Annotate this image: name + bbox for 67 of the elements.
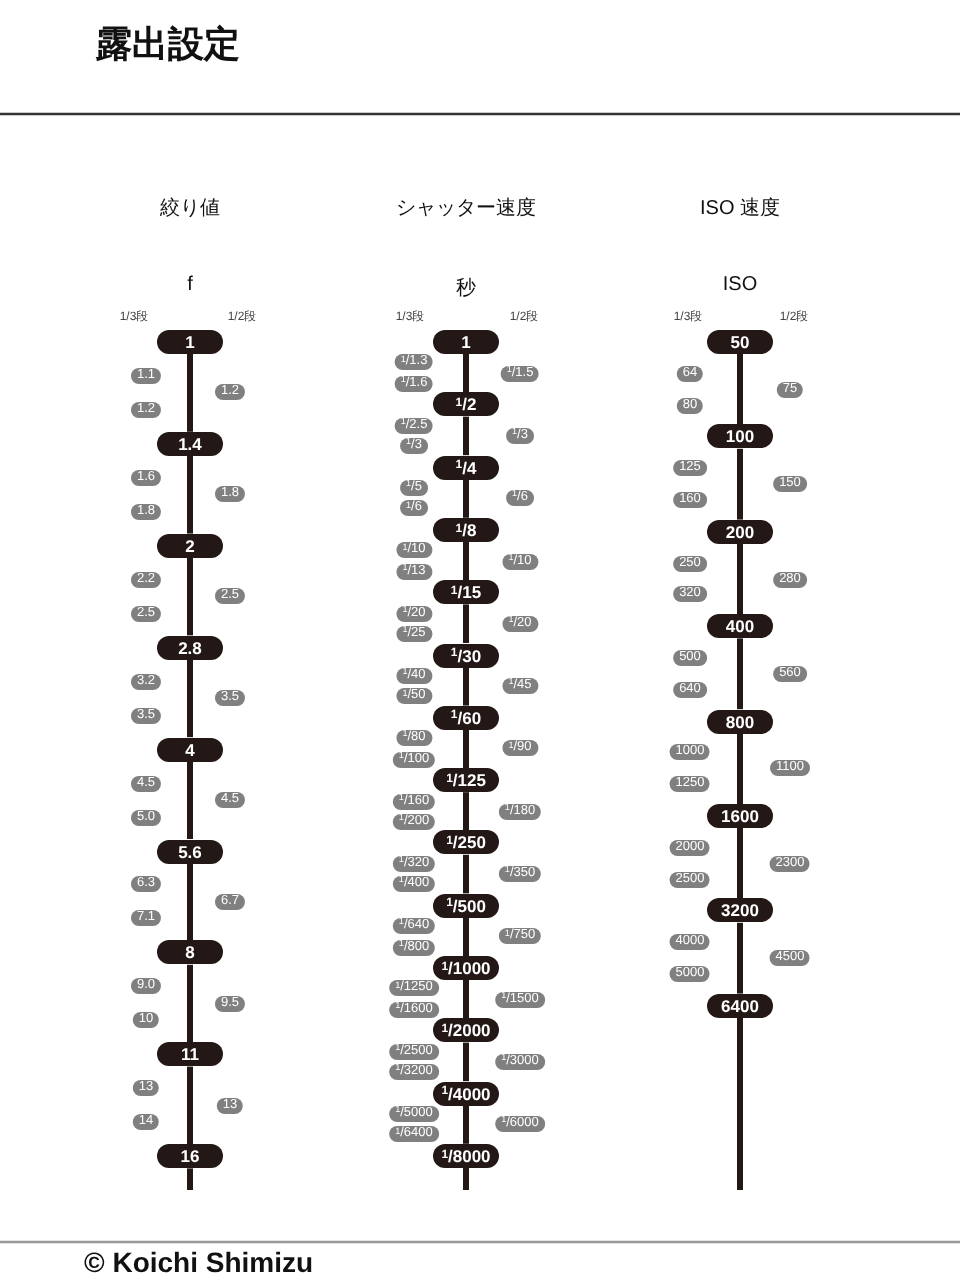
scale-line xyxy=(737,828,743,899)
scale-line xyxy=(463,917,469,956)
full-stop-value: 800 xyxy=(707,709,773,734)
full-stop-value: $^{1}$/2000 xyxy=(433,1018,499,1043)
full-stop-value: 50 xyxy=(707,330,773,354)
full-stop-value: 16 xyxy=(157,1144,223,1169)
full-stop-value: 4 xyxy=(157,737,223,762)
full-stop-value: $^{1}$/8000 xyxy=(433,1143,499,1168)
full-stop-value: $^{1}$/250 xyxy=(433,830,499,855)
full-stop-value: $^{1}$/500 xyxy=(433,893,499,918)
scale-line xyxy=(737,354,743,425)
full-stop-value: 400 xyxy=(707,614,773,639)
scale-line xyxy=(187,455,193,534)
scale-line xyxy=(463,792,469,831)
full-stop-value: 8 xyxy=(157,940,223,965)
scale-line xyxy=(187,659,193,738)
column-heading: ISO 速度 xyxy=(700,195,780,222)
scale-line xyxy=(463,1042,469,1082)
full-stop-value: $^{1}$/2 xyxy=(433,392,499,417)
scale-line xyxy=(463,1105,469,1144)
full-stop-value: $^{1}$/60 xyxy=(433,705,499,730)
scale-line xyxy=(463,729,469,769)
full-stop-value: 3200 xyxy=(707,898,773,923)
full-stop-value: 1600 xyxy=(707,804,773,828)
scale-line xyxy=(463,980,469,1019)
full-stop-value: $^{1}$/8 xyxy=(433,517,499,542)
scale-line xyxy=(187,964,193,1043)
scale-line xyxy=(737,733,743,804)
scale-line xyxy=(187,354,193,432)
full-stop-value: $^{1}$/4000 xyxy=(433,1081,499,1106)
scale-line xyxy=(187,557,193,636)
scale-line xyxy=(463,354,469,393)
full-stop-value: $^{1}$/125 xyxy=(433,768,499,793)
column-heading: シャッター速度 xyxy=(396,195,536,222)
scale-line xyxy=(737,448,743,520)
scale-line xyxy=(187,863,193,941)
full-stop-value: 6400 xyxy=(707,993,773,1018)
unit-label: f xyxy=(187,274,193,296)
full-stop-value: 1 xyxy=(433,330,499,354)
full-stop-value: 200 xyxy=(707,519,773,544)
full-stop-value: $^{1}$/30 xyxy=(433,643,499,667)
full-stop-value: 5.6 xyxy=(157,839,223,863)
scale-line xyxy=(463,541,469,581)
column-heading: 絞り値 xyxy=(160,195,220,222)
full-stop-value: $^{1}$/4 xyxy=(433,455,499,480)
full-stop-value: $^{1}$/1000 xyxy=(433,956,499,980)
scale-line xyxy=(463,416,469,456)
full-stop-value: $^{1}$/15 xyxy=(433,580,499,605)
scale-line xyxy=(737,543,743,615)
full-stop-value: 1.4 xyxy=(157,431,223,456)
full-stop-value: 100 xyxy=(707,424,773,449)
full-stop-value: 1 xyxy=(157,330,223,354)
unit-label: ISO xyxy=(722,274,758,296)
scale-line xyxy=(187,761,193,839)
copyright-notice: © Koichi Shimizu xyxy=(84,1246,314,1278)
full-stop-value: 11 xyxy=(157,1042,223,1067)
unit-label: 秒 xyxy=(456,275,476,302)
scale-line xyxy=(463,604,469,643)
scale-line xyxy=(737,638,743,710)
page-title: 露出設定 xyxy=(96,22,240,68)
scale-line xyxy=(463,479,469,518)
scale-line xyxy=(463,667,469,706)
full-stop-value: 2 xyxy=(157,533,223,558)
scale-line xyxy=(187,1066,193,1145)
scale-line xyxy=(737,922,743,994)
full-stop-value: 2.8 xyxy=(157,635,223,660)
scale-line xyxy=(463,854,469,894)
